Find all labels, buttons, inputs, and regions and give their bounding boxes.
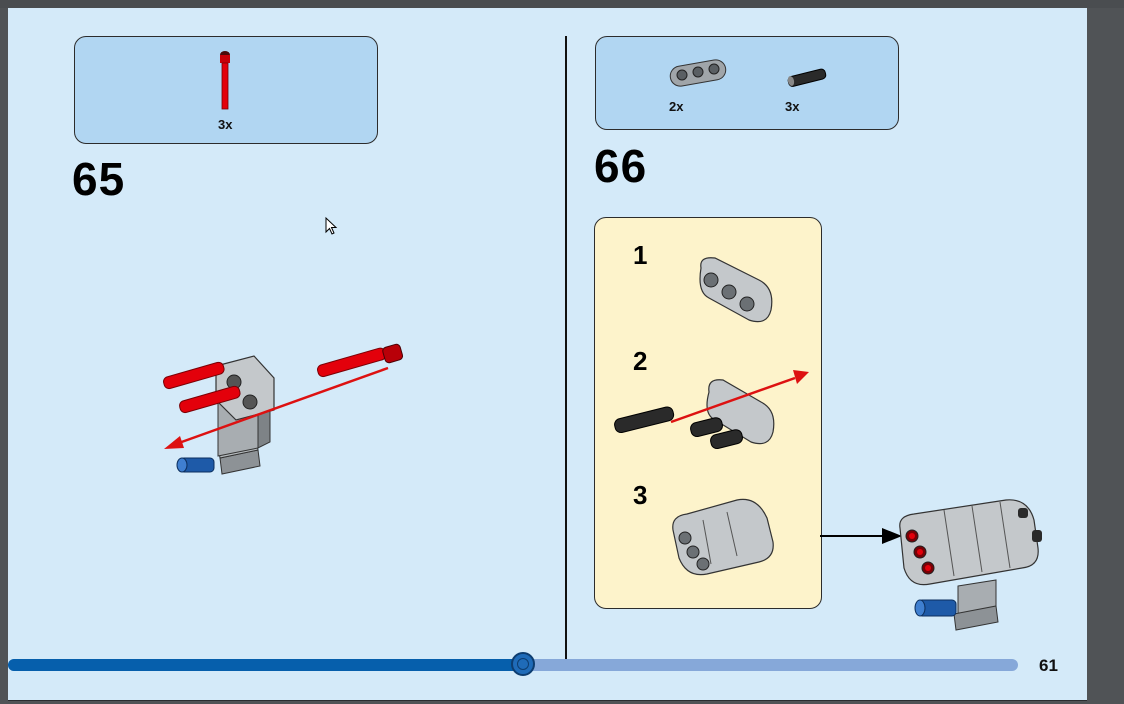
mouse-pointer-icon — [325, 216, 338, 235]
substep-number: 1 — [633, 240, 648, 270]
step-number: 65 — [72, 153, 126, 205]
step-66-result-illustration — [899, 499, 1042, 631]
parts-callout-step-66: 2x 3x — [595, 36, 899, 130]
red-axle-pin-icon — [220, 51, 230, 110]
page-number: 61 — [1039, 656, 1058, 675]
attach-arrow — [820, 528, 902, 544]
instruction-page: 3x 65 — [8, 8, 1087, 701]
substep-2-pins-illustration — [614, 370, 809, 450]
step-number: 66 — [594, 140, 648, 192]
substep-1-beam-illustration — [699, 257, 773, 323]
step-65-assembly-illustration — [163, 343, 404, 475]
gray-beam-3-icon — [669, 59, 727, 87]
parts-callout-step-65: 3x — [74, 36, 378, 144]
black-pin-icon — [787, 68, 827, 87]
substep-number: 2 — [633, 346, 648, 376]
part-qty: 2x — [669, 99, 684, 114]
page-divider — [565, 36, 567, 664]
window-top-edge — [0, 0, 1124, 8]
part-qty: 3x — [218, 117, 233, 132]
progress-slider-handle[interactable] — [511, 652, 535, 676]
progress-fill — [8, 659, 523, 671]
substeps-panel: 1 2 3 — [594, 217, 822, 609]
substep-3-beams-illustration — [672, 498, 774, 576]
substep-number: 3 — [633, 480, 648, 510]
part-qty: 3x — [785, 99, 800, 114]
